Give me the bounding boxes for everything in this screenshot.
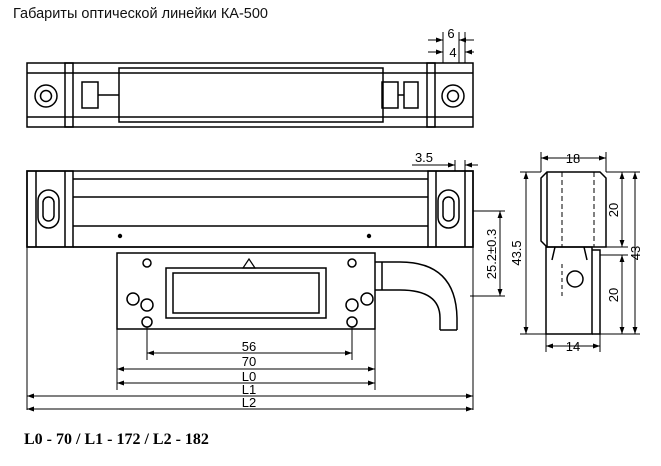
dim-label-4: 4 (449, 45, 456, 60)
screw-hole (360, 292, 374, 306)
length-legend: L0 - 70 / L1 - 172 / L2 - 182 (24, 431, 209, 448)
front-right-end (427, 170, 474, 248)
side-mount-hole (566, 270, 584, 288)
dim-label-25-2: 25.2±0.3 (484, 229, 499, 280)
dim-label-l0: L0 (242, 369, 256, 384)
side-head-profile (545, 246, 593, 335)
dim-label-3-5: 3.5 (415, 150, 433, 165)
front-left-end (26, 170, 74, 248)
front-view (26, 170, 474, 331)
front-left-slot (37, 189, 60, 229)
top-reading-head (118, 67, 384, 123)
dim-label-43: 43 (628, 246, 643, 260)
drawing-title: Габариты оптической линейки КА-500 (13, 6, 268, 22)
dim-label-l1: L1 (242, 382, 256, 397)
dim-label-14: 14 (566, 339, 580, 354)
top-view-body (26, 62, 474, 128)
screw-hole (345, 298, 359, 312)
dim-label-6: 6 (447, 26, 454, 41)
cable (375, 261, 458, 330)
dim-label-20-bottom: 20 (606, 288, 621, 302)
screw-hole (142, 258, 152, 268)
screw-hole (126, 292, 140, 306)
screw-hole (141, 316, 153, 328)
reading-head-body (116, 252, 376, 330)
top-left-hole (34, 84, 58, 108)
dim-label-l2: L2 (242, 395, 256, 410)
reading-window (165, 267, 327, 319)
side-rail-profile (540, 171, 607, 248)
side-dims (520, 152, 640, 352)
dim-6-4 (428, 32, 474, 63)
screw-hole (346, 316, 358, 328)
front-view-body (26, 170, 474, 248)
top-left-cap (64, 62, 74, 128)
side-view (540, 171, 607, 335)
top-right-cap (426, 62, 436, 128)
horizontal-dims (26, 247, 474, 412)
dim-label-18: 18 (566, 151, 580, 166)
reference-dot (117, 233, 123, 239)
dim-label-56: 56 (242, 339, 256, 354)
reference-triangle (241, 257, 257, 269)
screw-hole (347, 258, 357, 268)
dim-25-2 (470, 210, 505, 297)
dim-label-20-top: 20 (606, 203, 621, 217)
dim-3-5 (412, 160, 478, 171)
top-view (26, 62, 474, 128)
top-right-hole (441, 84, 465, 108)
dim-label-43-5: 43.5 (509, 240, 524, 265)
dim-label-70: 70 (242, 354, 256, 369)
screw-hole (140, 298, 154, 312)
reference-dot (366, 233, 372, 239)
front-right-slot (437, 189, 460, 229)
